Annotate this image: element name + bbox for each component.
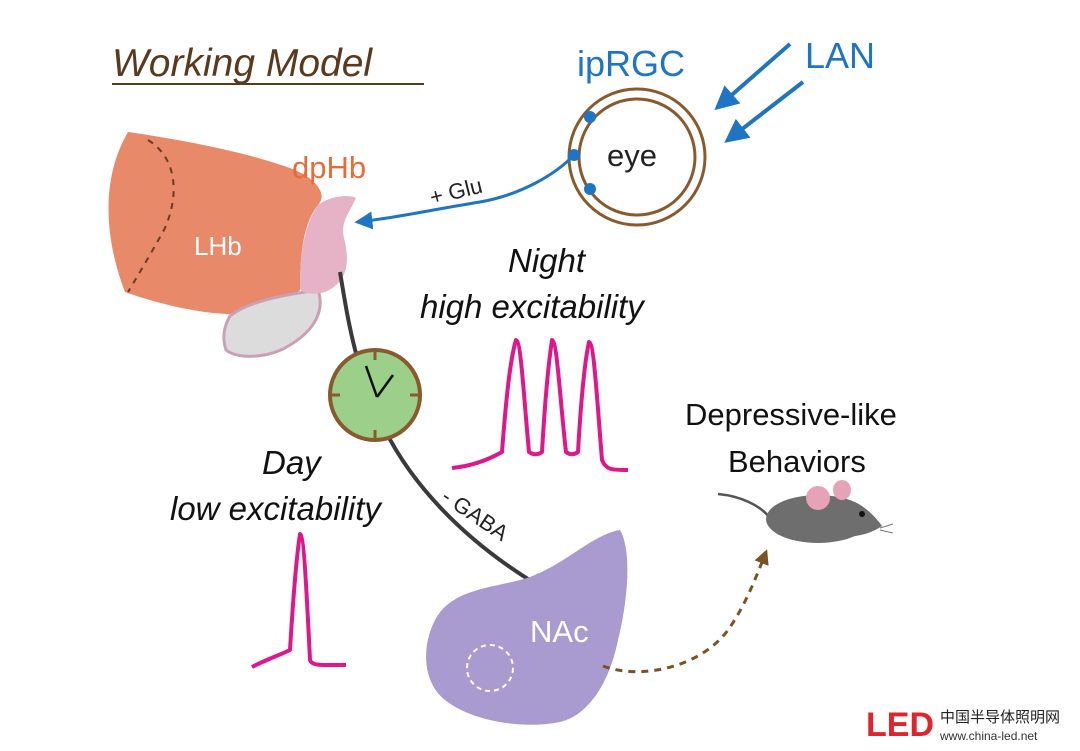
dphb-label: dpHb — [292, 150, 366, 185]
watermark-logo: LED — [866, 706, 934, 744]
mouse-icon — [717, 480, 894, 543]
watermark: LED 中国半导体照明网 www.china-led.net — [866, 706, 1060, 744]
glu-projection-arrow — [354, 153, 576, 230]
iprgc-cell — [584, 183, 596, 195]
clock-hand-minute — [375, 374, 395, 398]
day-excitability-label: low excitability — [170, 490, 383, 527]
lan-label: LAN — [805, 35, 875, 76]
lan-arrow-2 — [724, 80, 805, 143]
lhb-dashed-boundary — [127, 139, 175, 293]
watermark-site-url: www.china-led.net — [939, 729, 1038, 743]
behavior-label-line2: Behaviors — [728, 444, 866, 479]
nac-label: NAc — [530, 614, 589, 649]
nac-region — [426, 530, 628, 725]
day-label: Day — [262, 444, 323, 481]
behavior-label-line1: Depressive-like — [685, 397, 897, 432]
iprgc-cell — [584, 111, 596, 123]
eye-label: eye — [607, 138, 657, 173]
nac-dashed-circle — [466, 644, 514, 692]
lhb-label: LHb — [194, 231, 242, 261]
behavior-dotted-arrow — [602, 549, 769, 674]
night-label: Night — [508, 242, 587, 279]
night-excitability-label: high excitability — [420, 288, 646, 325]
lhb-region — [108, 132, 322, 315]
gray-region — [222, 288, 322, 358]
watermark-site-name: 中国半导体照明网 — [940, 709, 1060, 726]
iprgc-label: ipRGC — [577, 43, 685, 84]
clock-hand-hour — [364, 365, 379, 398]
lan-arrow-1 — [714, 42, 792, 111]
day-spike — [251, 532, 347, 669]
glu-label: + Glu — [427, 173, 485, 210]
dphb-region — [300, 196, 356, 294]
diagram-title: Working Model — [112, 42, 373, 85]
night-spike-train — [451, 338, 629, 472]
